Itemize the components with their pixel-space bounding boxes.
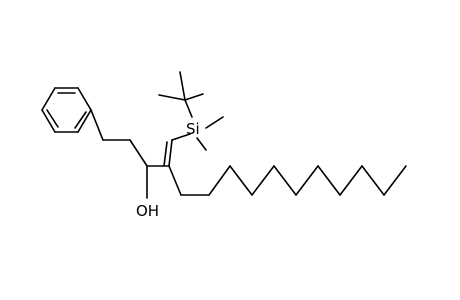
chain-bond (317, 165, 341, 196)
chain-bond (229, 165, 253, 196)
tbutyl-bond (184, 93, 204, 101)
ring-bond (77, 109, 92, 133)
hydroxyl-label: OH (136, 202, 159, 220)
chain-bond (273, 165, 297, 196)
chain-bond (383, 165, 407, 196)
tbutyl-bond (158, 94, 186, 101)
vinyl-double-bond (168, 139, 173, 167)
vinyl-double-bond (163, 141, 168, 167)
ring-bond (41, 109, 56, 133)
ring-bond (41, 87, 56, 111)
phenethyl-chain (90, 109, 148, 167)
c-si-bond (171, 133, 191, 141)
ring-double-bond (74, 111, 87, 129)
si-tbutyl-bond (184, 99, 193, 118)
vinyl-group (163, 133, 191, 167)
chain-bond (90, 109, 104, 141)
chain-bond (339, 165, 363, 196)
decyl-chain (168, 165, 407, 196)
chain-bond (129, 139, 148, 167)
benzene-ring (41, 87, 92, 133)
ring-double-bond (46, 109, 59, 128)
silyl-group: Si (158, 71, 224, 151)
carbinol-group: OH (136, 165, 170, 220)
chain-bond (251, 165, 275, 196)
silicon-label: Si (186, 120, 200, 138)
chain-bond (295, 165, 319, 196)
ring-bond (77, 87, 92, 111)
chain-bond (208, 165, 231, 196)
chain-bond (168, 165, 182, 196)
si-methyl-bond (205, 116, 224, 129)
si-methyl-bond (196, 137, 207, 151)
tbutyl-bond (179, 71, 186, 101)
chain-bond (361, 165, 385, 196)
